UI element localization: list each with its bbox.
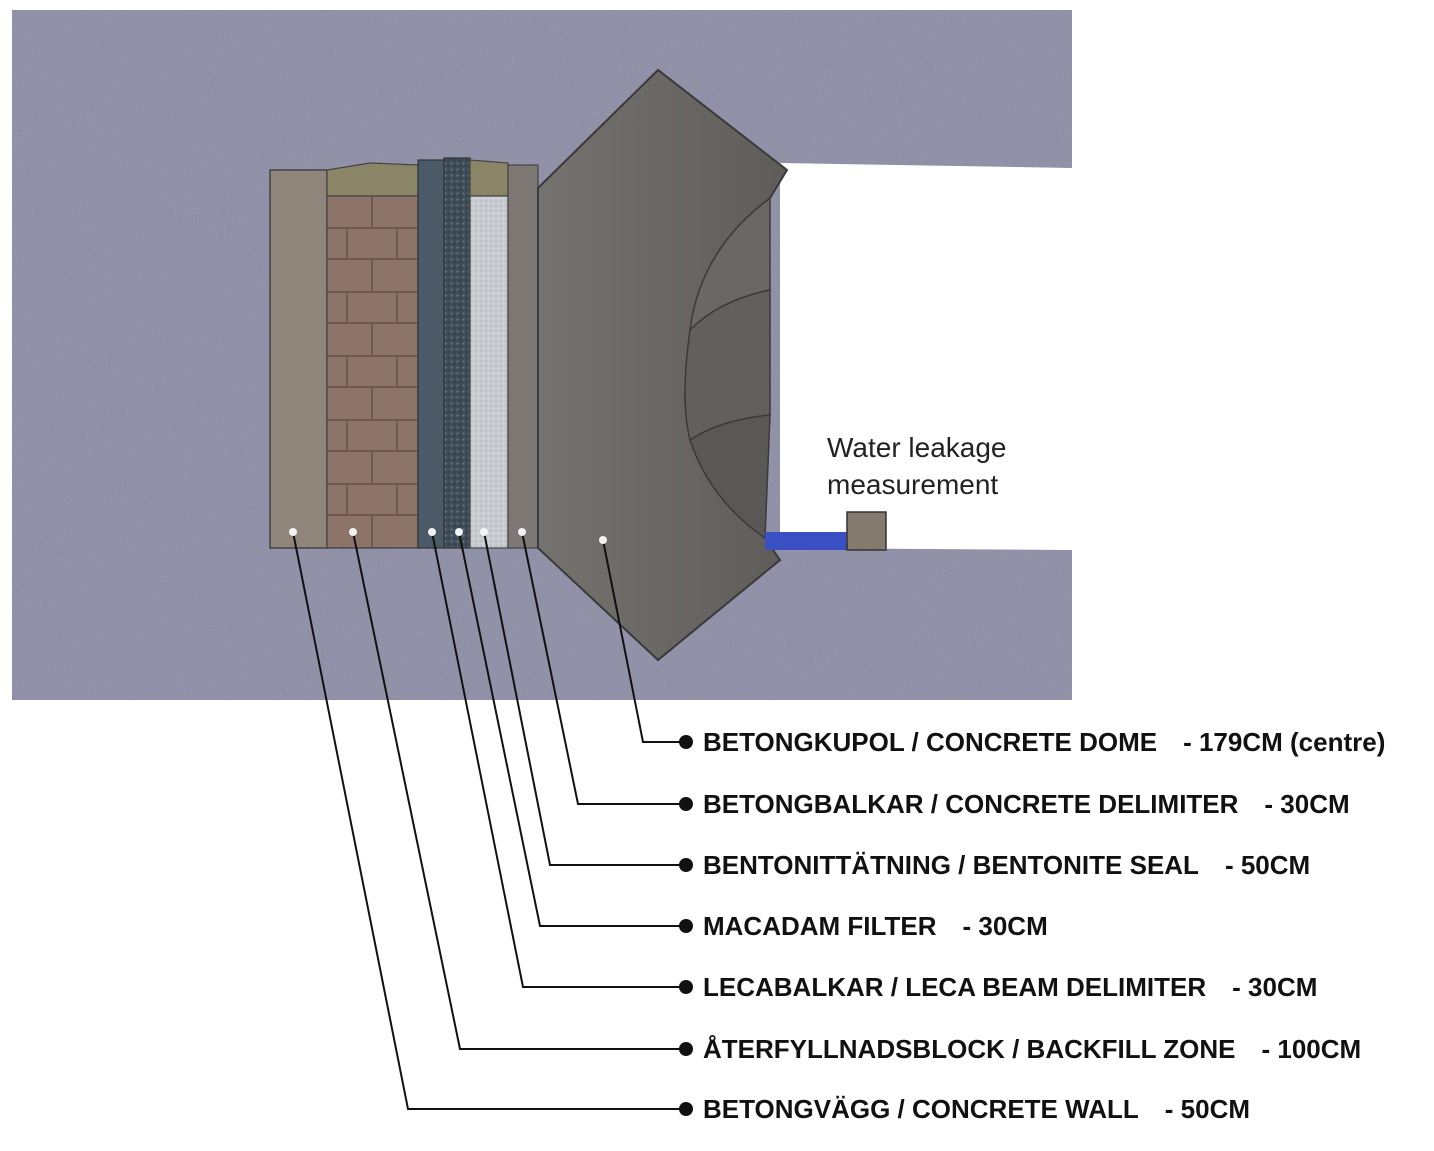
legend-bullet xyxy=(679,1102,693,1116)
legend-item-label: MACADAM FILTER - 30CM xyxy=(703,911,1048,941)
layer-anchor-dot xyxy=(518,528,526,536)
measurement-weir xyxy=(846,511,887,551)
leader-line xyxy=(458,531,686,927)
legend-item-label: BETONGVÄGG / CONCRETE WALL - 50CM xyxy=(703,1094,1250,1124)
legend-bullet xyxy=(679,919,693,933)
legend-item-label: BETONGBALKAR / CONCRETE DELIMITER - 30CM xyxy=(703,789,1350,819)
legend-item-label: ÅTERFYLLNADSBLOCK / BACKFILL ZONE - 100CM xyxy=(703,1034,1361,1064)
legend-item-name: BETONGVÄGG / CONCRETE WALL xyxy=(703,1094,1139,1124)
layer-anchor-dot xyxy=(599,536,607,544)
leca-beam-delimiter xyxy=(417,159,445,549)
legend-item-name: ÅTERFYLLNADSBLOCK / BACKFILL ZONE xyxy=(703,1034,1236,1064)
water-leakage-label-line2: measurement xyxy=(827,469,998,500)
water-pool xyxy=(765,532,847,550)
leader-line xyxy=(521,531,686,805)
legend-bullet xyxy=(679,735,693,749)
legend-item-size: - 50CM xyxy=(1225,850,1310,880)
legend-item-name: BETONGKUPOL / CONCRETE DOME xyxy=(703,727,1157,757)
legend-item-size: - 179CM (centre) xyxy=(1183,727,1385,757)
tunnel-opening xyxy=(780,163,1072,550)
concrete-delimiter xyxy=(507,164,539,549)
bentonite-seal xyxy=(469,159,509,549)
layer-anchor-dot xyxy=(480,528,488,536)
leader-line xyxy=(352,531,686,1050)
legend-bullet xyxy=(679,1042,693,1056)
legend-item-name: MACADAM FILTER xyxy=(703,911,937,941)
concrete-wall xyxy=(269,169,328,549)
layer-anchor-dot xyxy=(428,528,436,536)
legend-item-label: LECABALKAR / LECA BEAM DELIMITER - 30CM xyxy=(703,972,1317,1002)
layer-anchor-dot xyxy=(349,528,357,536)
macadam-filter xyxy=(443,157,471,549)
leader-line xyxy=(431,531,686,988)
legend-item-size: - 30CM xyxy=(962,911,1047,941)
backfill-zone xyxy=(326,162,419,549)
leader-line xyxy=(292,531,686,1110)
legend-item-size: - 50CM xyxy=(1165,1094,1250,1124)
legend: BETONGKUPOL / CONCRETE DOME - 179CM (cent… xyxy=(679,727,1385,1124)
legend-item-size: - 30CM xyxy=(1264,789,1349,819)
leader-line xyxy=(602,539,686,743)
layer-anchor-dot xyxy=(455,528,463,536)
water-leakage-label-line1: Water leakage xyxy=(827,432,1007,463)
legend-item-name: LECABALKAR / LECA BEAM DELIMITER xyxy=(703,972,1206,1002)
leader-line xyxy=(483,531,686,866)
legend-bullet xyxy=(679,858,693,872)
legend-item-size: - 30CM xyxy=(1232,972,1317,1002)
legend-item-name: BENTONITTÄTNING / BENTONITE SEAL xyxy=(703,850,1199,880)
legend-item-label: BETONGKUPOL / CONCRETE DOME - 179CM (cent… xyxy=(703,727,1385,757)
concrete-dome xyxy=(537,68,789,662)
legend-item-label: BENTONITTÄTNING / BENTONITE SEAL - 50CM xyxy=(703,850,1310,880)
legend-bullet xyxy=(679,980,693,994)
legend-item-name: BETONGBALKAR / CONCRETE DELIMITER xyxy=(703,789,1239,819)
legend-item-size: - 100CM xyxy=(1262,1034,1362,1064)
legend-bullet xyxy=(679,797,693,811)
layer-anchor-dot xyxy=(289,528,297,536)
legend-leader-lines xyxy=(289,528,686,1110)
